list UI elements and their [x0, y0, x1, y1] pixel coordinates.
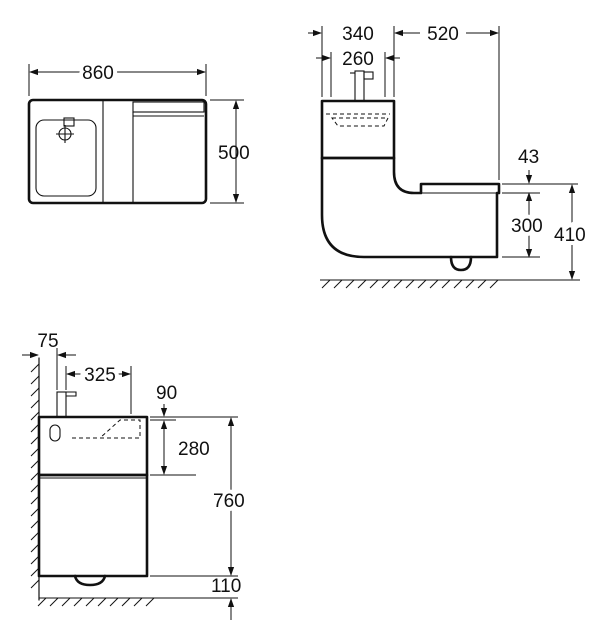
dim-width-label: 860 [82, 63, 114, 84]
side-view: 340 520 260 43 300 410 [308, 24, 590, 289]
front-view-wall-hatch [30, 363, 40, 589]
front-view-tap-spout [66, 391, 77, 397]
dim-floor-clearance-label: 110 [211, 576, 241, 597]
dim-tap-offset-label: 75 [37, 331, 58, 352]
dim-rim-to-bowl-label: 90 [156, 383, 177, 404]
side-view-tap-handle [363, 71, 374, 80]
top-view-lid-strip [132, 101, 205, 113]
front-view-body [37, 473, 149, 578]
front-view-basin [37, 415, 149, 477]
dim-seat-to-base-label: 300 [511, 216, 543, 237]
dim-seat-height-label: 410 [554, 225, 586, 246]
top-view-tap-base [63, 117, 75, 127]
front-view-drain-slot [49, 424, 61, 442]
dim-basin-depth-label: 340 [342, 24, 374, 45]
dim-tap-reach-label: 325 [84, 365, 116, 386]
side-view-basin-bowl [331, 117, 389, 127]
front-view: 75 325 90 280 760 110 [22, 331, 249, 620]
front-view-tap-body [56, 391, 67, 418]
front-view-wheel [73, 574, 107, 587]
top-view-seat-outline [132, 112, 204, 202]
dim-bowl-depth-label: 280 [178, 439, 210, 460]
side-view-basin-top [320, 99, 396, 160]
dim-depth-label: 500 [218, 143, 250, 164]
side-view-tap [354, 70, 365, 102]
top-view-basin [35, 119, 97, 197]
top-view: 860 500 [27, 59, 250, 205]
top-view-outline [27, 98, 208, 205]
front-view-floor-hatch [37, 597, 155, 607]
dim-extension-label: 520 [427, 24, 459, 45]
side-view-floor-hatch [321, 279, 499, 289]
dim-seat-thickness-label: 43 [518, 147, 539, 168]
dim-overall-height-label: 760 [213, 491, 245, 512]
side-view-wheel [449, 255, 473, 272]
front-view-bowl [72, 419, 141, 439]
dim-tap-spacing-label: 260 [342, 49, 374, 70]
side-view-body [320, 156, 501, 259]
